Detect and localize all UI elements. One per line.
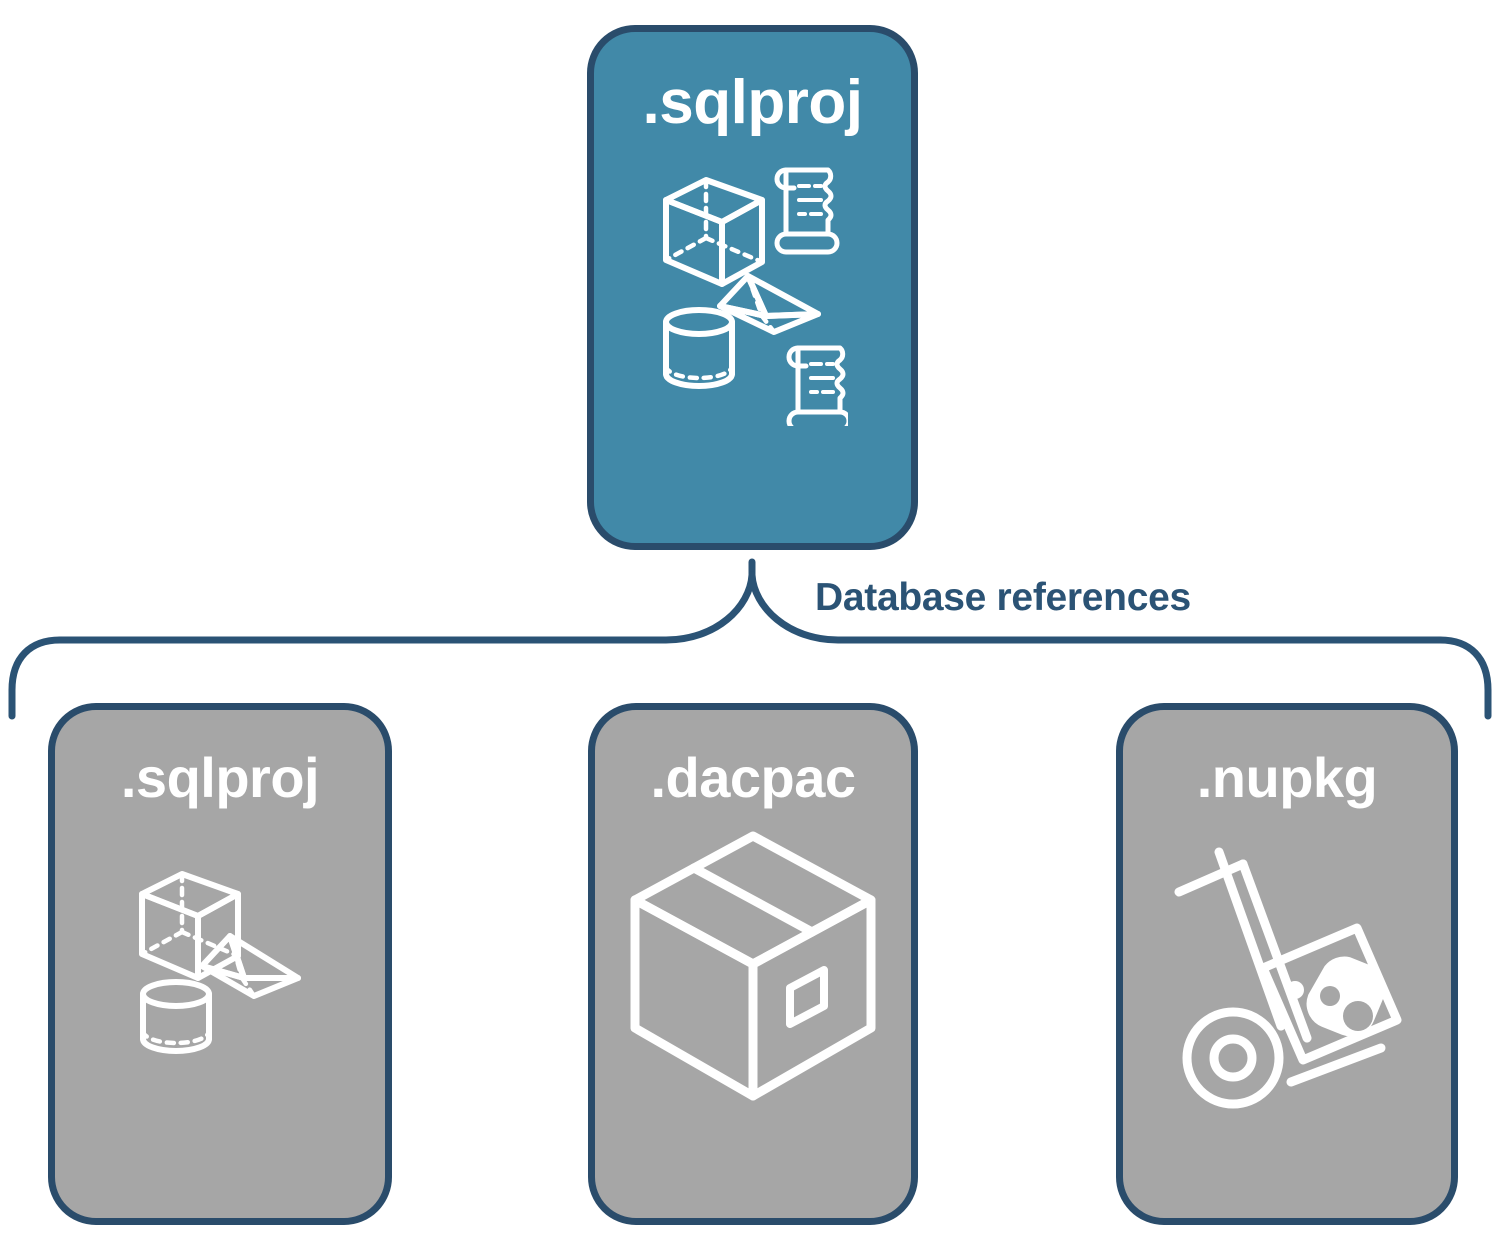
node-leaf-sqlproj[interactable]: .sqlproj: [48, 703, 392, 1225]
node-leaf-nupkg[interactable]: .nupkg: [1116, 703, 1458, 1225]
sqlproj-icon-group: [139, 871, 301, 1054]
node-root-label: .sqlproj: [642, 68, 863, 137]
node-leaf-dacpac-label: .dacpac: [650, 746, 856, 809]
edge-label-database-references: Database references: [815, 576, 1191, 619]
hand-truck-icon: [1174, 847, 1386, 1109]
nupkg-icon-group: [1174, 847, 1402, 1109]
scroll-icon: [774, 167, 839, 255]
shipping-box-icon: [630, 831, 876, 1101]
root-icon-group: [662, 167, 848, 426]
cylinder-icon: [140, 979, 212, 1054]
pyramid-icon: [716, 273, 821, 335]
pyramid-icon: [199, 933, 301, 999]
cube-icon: [139, 871, 241, 981]
nuget-package-icon: [1258, 923, 1402, 1065]
scroll-icon: [786, 345, 848, 426]
node-root-sqlproj[interactable]: .sqlproj: [587, 25, 918, 550]
cylinder-icon: [662, 307, 735, 389]
cube-icon: [662, 177, 765, 287]
node-leaf-dacpac[interactable]: .dacpac: [588, 703, 918, 1225]
node-leaf-nupkg-label: .nupkg: [1196, 746, 1378, 809]
node-leaf-sqlproj-label: .sqlproj: [120, 746, 320, 809]
